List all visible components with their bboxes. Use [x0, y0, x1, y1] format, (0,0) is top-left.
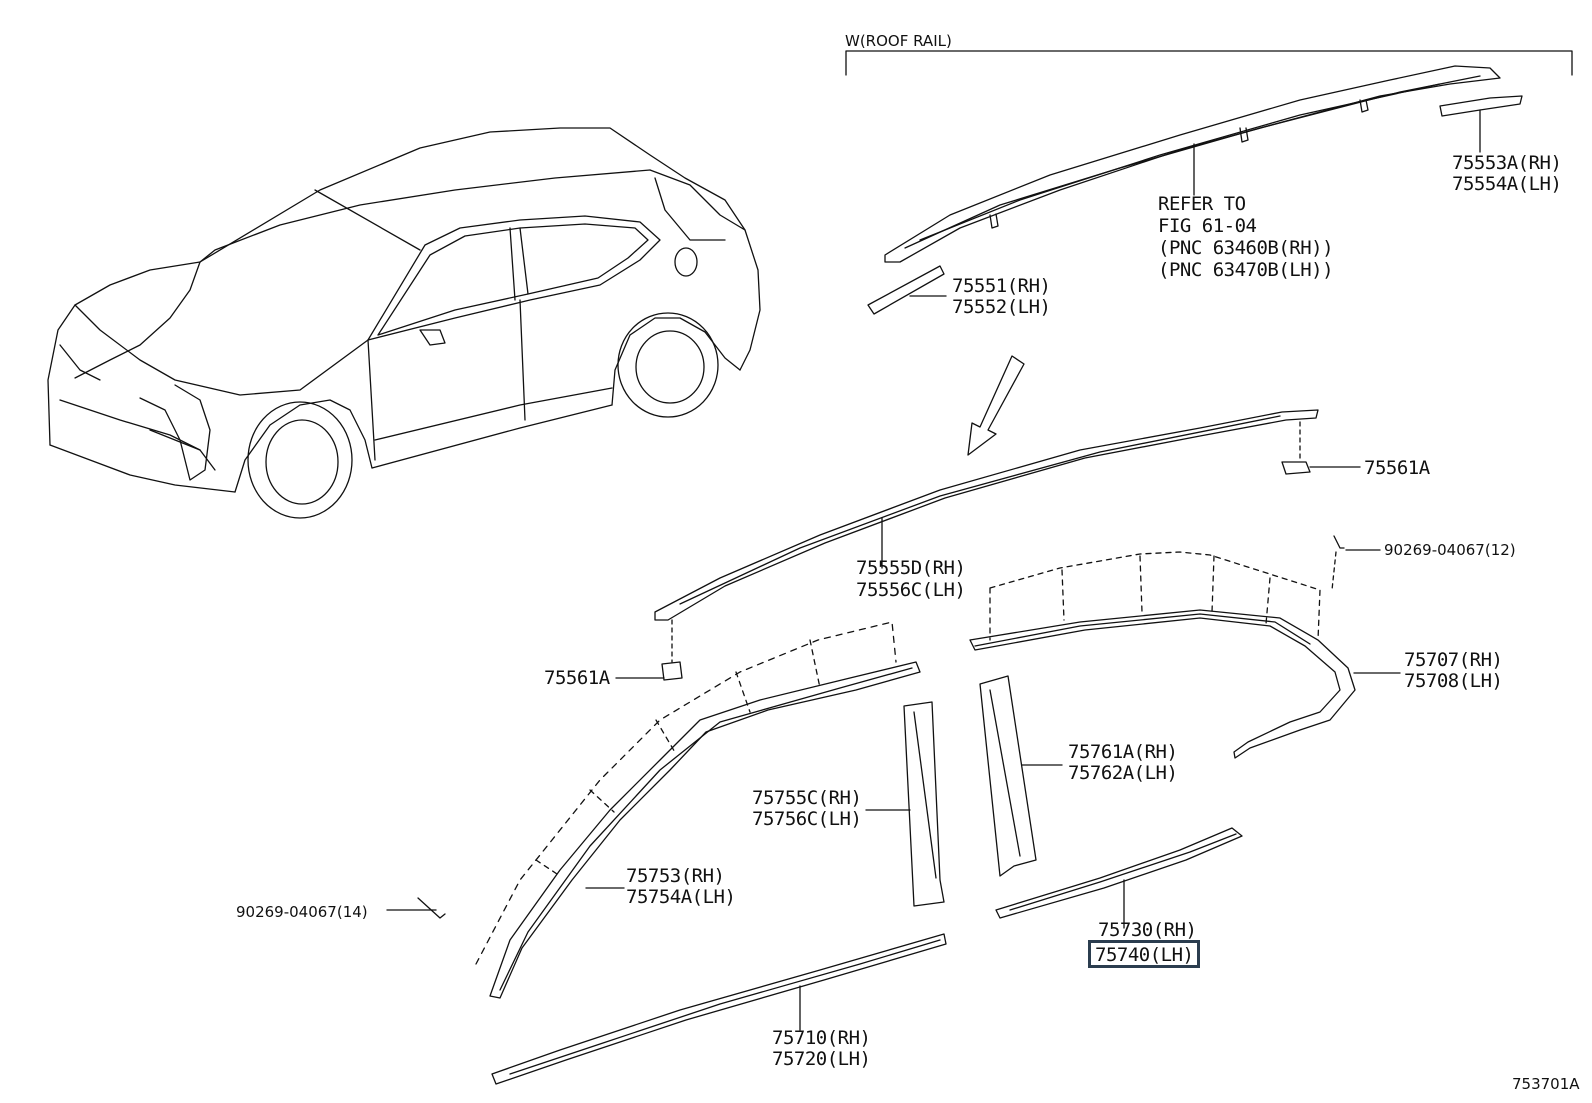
part-label-75552[interactable]: 75552(LH): [952, 296, 1051, 318]
part-label-75754a[interactable]: 75754A(LH): [626, 886, 736, 908]
part-label-75707[interactable]: 75707(RH): [1404, 649, 1503, 671]
part-label-75753[interactable]: 75753(RH): [626, 865, 725, 887]
refer-note-line-4[interactable]: (PNC 63470B(LH)): [1158, 259, 1334, 281]
part-label-90269-right[interactable]: 90269-04067(12): [1384, 541, 1516, 559]
clip-right: [1282, 462, 1360, 474]
belt-molding-rear: [996, 828, 1242, 928]
belt-molding-front: [492, 934, 946, 1084]
refer-note-line-1: REFER TO: [1158, 193, 1246, 215]
pillar-garnish-rear: [980, 676, 1062, 876]
clip-left: [616, 662, 682, 680]
part-label-75756c[interactable]: 75756C(LH): [752, 808, 862, 830]
part-label-75708[interactable]: 75708(LH): [1404, 670, 1503, 692]
part-label-75561a-right[interactable]: 75561A: [1364, 457, 1430, 479]
part-label-75554a[interactable]: 75554A(LH): [1452, 173, 1562, 195]
part-label-75740-highlighted[interactable]: 75740(LH): [1088, 940, 1201, 968]
part-label-90269-left[interactable]: 90269-04067(14): [236, 903, 368, 921]
group-label-roof-rail: W(ROOF RAIL): [845, 32, 952, 50]
part-label-75555d[interactable]: 75555D(RH): [856, 557, 966, 579]
figure-id: 753701A: [1512, 1075, 1580, 1093]
rail-end-cap-rear: [1440, 96, 1522, 152]
part-label-75761a[interactable]: 75761A(RH): [1068, 741, 1178, 763]
part-label-75755c[interactable]: 75755C(RH): [752, 787, 862, 809]
roof-rail-part: [885, 66, 1500, 262]
part-label-75730[interactable]: 75730(RH): [1098, 919, 1197, 941]
part-label-75553a[interactable]: 75553A(RH): [1452, 152, 1562, 174]
rear-door-frame-molding: [970, 536, 1400, 758]
part-label-75710[interactable]: 75710(RH): [772, 1027, 871, 1049]
roof-rail-bracket: [846, 51, 1572, 75]
rail-end-cap-front: [868, 266, 946, 314]
part-label-75720[interactable]: 75720(LH): [772, 1048, 871, 1070]
part-label-75762a[interactable]: 75762A(LH): [1068, 762, 1178, 784]
pillar-garnish-front: [866, 702, 944, 906]
refer-note-line-2[interactable]: FIG 61-04: [1158, 215, 1257, 237]
part-label-75551[interactable]: 75551(RH): [952, 275, 1051, 297]
refer-note-line-3[interactable]: (PNC 63460B(RH)): [1158, 237, 1334, 259]
part-label-75556c[interactable]: 75556C(LH): [856, 579, 966, 601]
vehicle-sketch: [48, 128, 760, 519]
direction-arrow: [968, 356, 1024, 455]
roof-drip-molding: [655, 410, 1318, 662]
front-door-frame-molding: [387, 622, 920, 998]
part-label-75561a-left[interactable]: 75561A: [544, 667, 610, 689]
